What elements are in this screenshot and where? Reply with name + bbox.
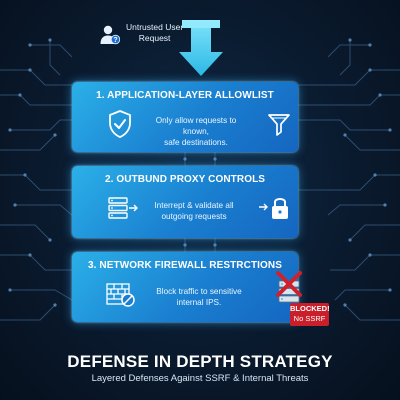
- firewall-icon: [106, 283, 135, 307]
- diagram-subtitle: Layered Defenses Against SSRF & Internal…: [91, 373, 309, 384]
- user-question-icon: ?: [100, 25, 120, 44]
- layer-description: Interrept & validate all outgoing reques…: [148, 200, 240, 222]
- layer-title: 1. APPLICATION-LAYER ALLOWLIST: [96, 90, 274, 101]
- layer-card-proxy: 2. OUTBUND PROXY CONTROLS Interrept & va…: [72, 166, 298, 238]
- layer-desc-line1: Block traffic to sensitive: [156, 287, 242, 296]
- padlock-icon: [259, 198, 288, 219]
- shield-check-icon: [109, 110, 131, 138]
- layer-description: Block traffic to sensitive internal IPS.: [150, 286, 248, 308]
- blocked-server-icon: [276, 271, 302, 303]
- layer-desc-line1: Only allow requests to known,: [155, 116, 237, 136]
- blocked-badge-title: BLOCKED!: [290, 304, 330, 313]
- blocked-badge-subtitle: No SSRF: [293, 314, 326, 323]
- svg-text:?: ?: [113, 37, 117, 44]
- untrusted-request-source: ? Untrusted User Request: [100, 22, 183, 46]
- filter-funnel-icon: [268, 114, 290, 136]
- layer-desc-line2: internal IPS.: [176, 298, 222, 307]
- blocked-badge: BLOCKED! No SSRF: [290, 303, 330, 326]
- layer-card-allowlist: 1. APPLICATION-LAYER ALLOWLIST Only allo…: [72, 82, 298, 152]
- source-label-line1: Untrusted User: [126, 22, 184, 32]
- layer-card-firewall: 3. NETWORK FIREWALL RESTRCTIONS Block tr…: [72, 252, 302, 322]
- funnel-arrow: [179, 20, 223, 76]
- source-label-line2: Request: [138, 33, 171, 43]
- layer-title: 3. NETWORK FIREWALL RESTRCTIONS: [87, 260, 283, 271]
- layer-desc-line2: safe destinations.: [164, 138, 228, 147]
- diagram-title: DEFENSE IN DEPTH STRATEGY: [67, 352, 333, 371]
- layer-desc-line2: outgoing requests: [161, 212, 227, 221]
- layer-title: 2. OUTBUND PROXY CONTROLS: [104, 174, 266, 185]
- server-rack-icon: [108, 197, 138, 219]
- source-label: Untrusted User Request: [126, 22, 183, 44]
- layer-desc-line1: Interrept & validate all: [154, 201, 234, 210]
- layer-description: Only allow requests to known, safe desti…: [146, 115, 246, 148]
